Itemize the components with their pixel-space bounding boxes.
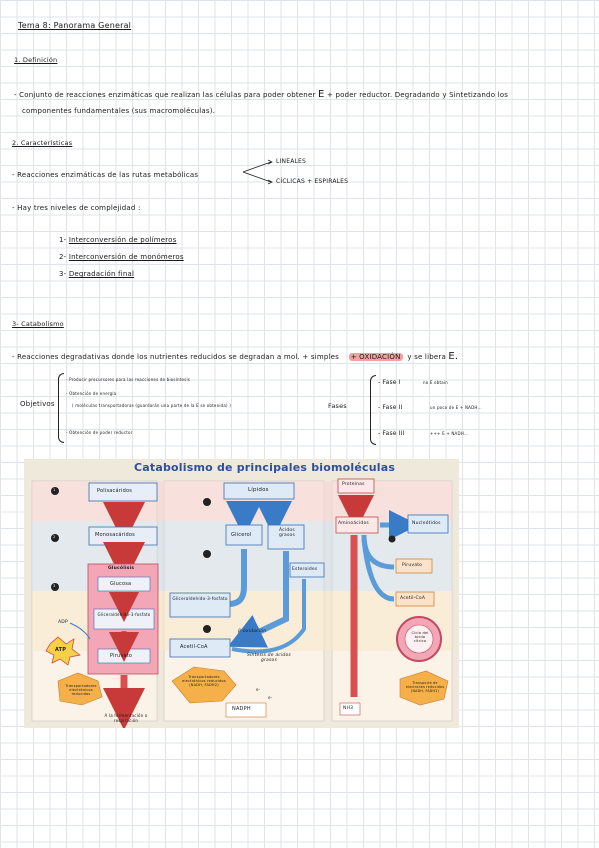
- branch-lineales: LINEALES: [276, 158, 307, 165]
- catabolism-text-c: y se libera: [407, 353, 446, 361]
- catabolism-text-a: - Reacciones degradativas donde los nutr…: [12, 353, 282, 361]
- objetivo-3: - Obtención de poder reductor: [66, 430, 133, 435]
- fases-brace: [370, 375, 376, 445]
- node-nucleotidos: Nucleótidos: [412, 521, 441, 526]
- figure-marker-3: 3: [53, 584, 56, 588]
- branch-ciclicas: CÍCLICAS + ESPIRALES: [276, 178, 349, 185]
- definition-line-2: componentes fundamentales (sus macromolé…: [22, 107, 216, 115]
- label-electron-2: e-: [268, 695, 273, 700]
- fase-name: - Fase I: [378, 379, 401, 386]
- label-transportadores-1: Transportadores electrónicos reducidos: [65, 684, 97, 696]
- node-acidos-grasos: Ácidos grasos: [278, 528, 296, 538]
- node-piruvato-1: Piruvato: [110, 653, 133, 659]
- definition-line-1: - Conjunto de reacciones enzimáticas que…: [14, 89, 508, 100]
- figure-marker-1: 1: [53, 488, 56, 492]
- reactions-line: - Reacciones enzimáticas de las rutas me…: [12, 171, 199, 179]
- label-electron-1: e-: [256, 687, 261, 692]
- label-adp: ADP: [58, 620, 68, 625]
- objetivo-2-note: ( moléculas transportadoras (guardarán u…: [72, 403, 232, 408]
- fase-2-note: un poco de E + NADH...: [430, 405, 482, 410]
- figure-diagram: [24, 459, 459, 728]
- level-2: 2- Interconversión de monómeros: [59, 253, 184, 261]
- level-1: 1- Interconversión de polímeros: [59, 236, 177, 244]
- definition-text-a: - Conjunto de reacciones enzimáticas que…: [14, 91, 316, 99]
- node-aminoacidos: Aminoácidos: [338, 521, 369, 526]
- label-ciclo: Ciclo del ácido cítrico: [411, 631, 429, 643]
- node-lipidos: Lípidos: [248, 487, 269, 493]
- level-number: 1-: [59, 236, 67, 244]
- level-3: 3- Degradación final: [59, 270, 134, 278]
- level-text: Interconversión de monómeros: [68, 253, 184, 261]
- objetivo-2: - Obtención de energía: [66, 391, 117, 396]
- node-piruvato-2: Piruvato: [402, 563, 423, 568]
- levels-intro: - Hay tres niveles de complejidad :: [12, 204, 141, 212]
- page-title: Tema 8: Panorama General: [18, 21, 132, 30]
- label-fermentacion: A la fermentación o respiración: [104, 713, 148, 723]
- label-glucolisis: Glucólisis: [108, 566, 135, 571]
- node-gliceraldehido-2: Gliceraldehído-3-fosfato: [172, 596, 228, 601]
- catabolism-text-b: mol. + simples: [283, 353, 339, 361]
- fases-label: Fases: [328, 402, 347, 410]
- section-2-heading: 2. Características: [12, 139, 73, 147]
- fase-name: - Fase II: [378, 404, 403, 411]
- figure-title: Catabolismo de principales biomoléculas: [134, 461, 396, 474]
- section-3-heading: 3- Catabolismo: [12, 320, 64, 328]
- node-monosacaridos: Monosacáridos: [95, 532, 135, 538]
- section-1-heading: 1. Definición: [14, 56, 58, 64]
- figure-marker-2: 2: [53, 535, 56, 539]
- label-transportadores-2: Transportadores electrónicos reducidos (…: [182, 675, 226, 687]
- node-acetil-coa-2: Acetil-CoA: [400, 596, 426, 601]
- node-acetil-coa-1: Acetil-CoA: [180, 644, 208, 650]
- energy-symbol: E: [317, 89, 325, 100]
- node-esteroides: Esteroides: [292, 567, 318, 572]
- catabolism-line: - Reacciones degradativas donde los nutr…: [12, 351, 458, 362]
- catabolism-figure: Catabolismo de principales biomoléculas …: [24, 459, 459, 728]
- level-number: 2-: [59, 253, 67, 261]
- fase-3: - Fase III: [378, 430, 405, 437]
- label-atp: ATP: [55, 647, 67, 653]
- node-polisacaridos: Polisacáridos: [97, 488, 133, 494]
- objetivo-1: - Producir precursores para las reaccion…: [66, 377, 191, 382]
- label-nh3: NH3: [343, 706, 354, 711]
- node-gliceraldehido-1: Gliceraldehído-3-fosfato: [97, 612, 151, 617]
- branch-arrows-icon: [242, 159, 273, 185]
- node-glicerol: Glicerol: [231, 532, 252, 538]
- level-text: Interconversión de polímeros: [68, 236, 177, 244]
- objetivos-brace: [58, 373, 64, 443]
- label-sintesis: Síntesis de ácidos grasos: [247, 653, 291, 663]
- level-text: Degradación final: [68, 270, 135, 278]
- label-transporte: Transporte de electrones reducidos (NADH…: [405, 681, 445, 693]
- node-glucosa: Glucosa: [110, 581, 132, 587]
- oxidation-highlight: + OXIDACIÓN: [348, 353, 403, 361]
- fase-3-note: +++ E + NADH...: [430, 431, 469, 436]
- label-beta-oxidacion: β-oxidación: [238, 629, 267, 634]
- fase-2: - Fase II: [378, 404, 403, 411]
- fase-1-note: no E obtain: [423, 380, 448, 385]
- objetivos-label: Objetivos: [20, 400, 55, 408]
- node-proteinas: Proteínas: [342, 482, 365, 487]
- definition-text-b: + poder reductor. Degradando y Sintetiza…: [326, 91, 509, 99]
- level-number: 3-: [59, 270, 67, 278]
- fase-1: - Fase I: [378, 379, 401, 386]
- energy-symbol: E.: [448, 351, 459, 362]
- fase-name: - Fase III: [378, 430, 405, 437]
- label-nadph: NADPH: [232, 706, 251, 712]
